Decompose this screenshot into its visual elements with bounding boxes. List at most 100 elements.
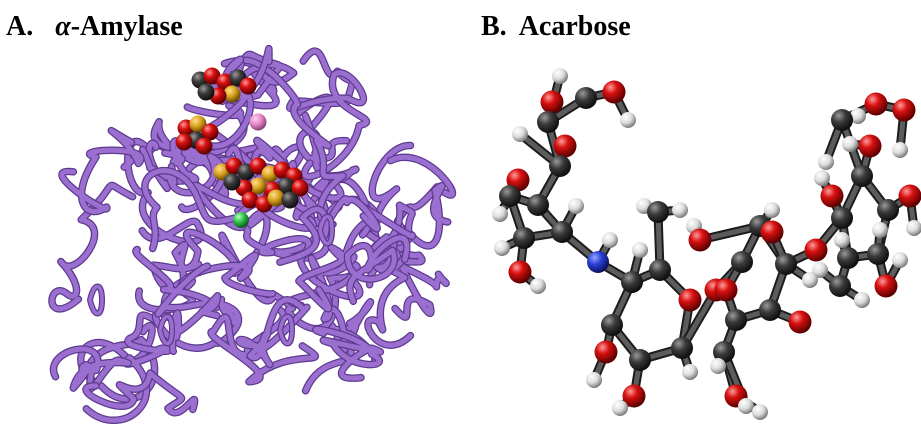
- ion-pink-sphere: [249, 113, 267, 131]
- oxygen-atom: [602, 80, 626, 104]
- carbon-atom: [877, 199, 899, 221]
- ligand-oxygen-sphere: [195, 137, 213, 155]
- carbon-atom: [775, 253, 797, 275]
- hydrogen-atom: [612, 400, 628, 416]
- ligand-sulfur-sphere: [267, 189, 285, 207]
- ligand-carbon-sphere: [223, 173, 241, 191]
- ion-green-sphere: [233, 212, 249, 228]
- hydrogen-atom: [672, 202, 688, 218]
- carbon-atom: [831, 109, 853, 131]
- hydrogen-atom: [814, 170, 830, 186]
- ligand-sulfur-sphere: [249, 177, 267, 195]
- hydrogen-atom: [812, 262, 828, 278]
- ligand-carbon-sphere: [277, 177, 295, 195]
- oxygen-atom: [820, 184, 844, 208]
- hydrogen-atom: [850, 108, 866, 124]
- hydrogen-atom: [602, 232, 618, 248]
- hydrogen-atom: [492, 206, 508, 222]
- helix-coil: [88, 284, 104, 316]
- oxygen-atom: [864, 92, 888, 116]
- panel-a-greek: α: [55, 11, 71, 42]
- hydrogen-atom: [512, 126, 528, 142]
- oxygen-atom: [788, 310, 812, 334]
- hydrogen-atom: [842, 136, 858, 152]
- ribbon-strand: [243, 57, 346, 227]
- carbon-atom: [527, 194, 549, 216]
- carbon-atom: [601, 314, 623, 336]
- carbon-atom: [551, 221, 573, 243]
- ligand-carbon-sphere: [281, 191, 299, 209]
- carbon-atom: [537, 111, 559, 133]
- ligand-sulfur-sphere: [189, 115, 207, 133]
- hydrogen-atom: [568, 198, 584, 214]
- oxygen-atom: [714, 278, 738, 302]
- hydrogen-atom: [530, 278, 546, 294]
- panel-a-label: A.α-Amylase: [6, 10, 183, 44]
- helix-coil: [318, 214, 334, 246]
- carbon-atom: [513, 227, 535, 249]
- ribbon-strand: [236, 297, 310, 367]
- hydrogen-atom: [738, 398, 754, 414]
- hydrogen-atom: [494, 240, 510, 256]
- hydrogen-atom: [632, 242, 648, 258]
- helix-coil: [278, 314, 294, 346]
- helix-coil: [158, 314, 174, 346]
- ligand-oxygen-sphere: [239, 77, 257, 95]
- panel-a-letter: A.: [6, 11, 34, 42]
- oxygen-atom: [622, 384, 646, 408]
- ligand-oxygen-sphere: [291, 179, 309, 197]
- oxygen-atom: [553, 134, 577, 158]
- ribbon-strand: [51, 346, 131, 392]
- carbon-atom: [829, 275, 851, 297]
- hydrogen-atom: [682, 364, 698, 380]
- carbon-atom: [713, 341, 735, 363]
- oxygen-atom: [508, 260, 532, 284]
- hydrogen-atom: [854, 292, 870, 308]
- carbon-atom: [575, 87, 597, 109]
- oxygen-atom: [688, 228, 712, 252]
- hydrogen-atom: [892, 252, 908, 268]
- hydrogen-atom: [764, 202, 780, 218]
- carbon-atom: [647, 201, 669, 223]
- carbon-atom: [851, 165, 873, 187]
- hydrogen-atom: [752, 404, 768, 420]
- ligand-oxygen-sphere: [241, 191, 259, 209]
- hydrogen-atom: [892, 142, 908, 158]
- bound-ligand-spheres: [175, 67, 309, 228]
- ligand-oxygen-sphere: [249, 157, 267, 175]
- hydrogen-atom: [906, 220, 921, 236]
- ribbon-strand: [387, 250, 449, 320]
- ribbon-strand: [344, 235, 410, 304]
- carbon-atom: [549, 155, 571, 177]
- oxygen-atom: [678, 288, 702, 312]
- ribbon-strand: [153, 277, 241, 351]
- ligand-oxygen-sphere: [203, 67, 221, 85]
- oxygen-atom: [804, 238, 828, 262]
- ribbon-strand: [287, 70, 369, 180]
- ribbon-strand: [253, 161, 371, 238]
- nitrogen-atom: [587, 251, 609, 273]
- ribbon-strand: [313, 326, 383, 381]
- carbon-atom: [725, 309, 747, 331]
- ribbon-strand: [170, 293, 220, 354]
- panel-b-label: B.Acarbose: [481, 10, 631, 44]
- hydrogen-atom: [620, 112, 636, 128]
- hydrogen-atom: [586, 372, 602, 388]
- ribbon-strand: [83, 312, 171, 423]
- carbon-atom: [671, 337, 693, 359]
- hydrogen-atom: [834, 232, 850, 248]
- ligand-carbon-sphere: [197, 83, 215, 101]
- oxygen-atom: [760, 220, 784, 244]
- ligand-sulfur-sphere: [223, 85, 241, 103]
- oxygen-atom: [874, 274, 898, 298]
- oxygen-atom: [898, 184, 921, 208]
- carbon-atom: [629, 349, 651, 371]
- ligand-oxygen-sphere: [201, 123, 219, 141]
- ligand-oxygen-sphere: [175, 133, 193, 151]
- carbon-atom: [837, 247, 859, 269]
- carbon-atom: [867, 243, 889, 265]
- panel-b-letter: B.: [481, 11, 507, 42]
- oxygen-atom: [858, 134, 882, 158]
- hydrogen-atom: [872, 222, 888, 238]
